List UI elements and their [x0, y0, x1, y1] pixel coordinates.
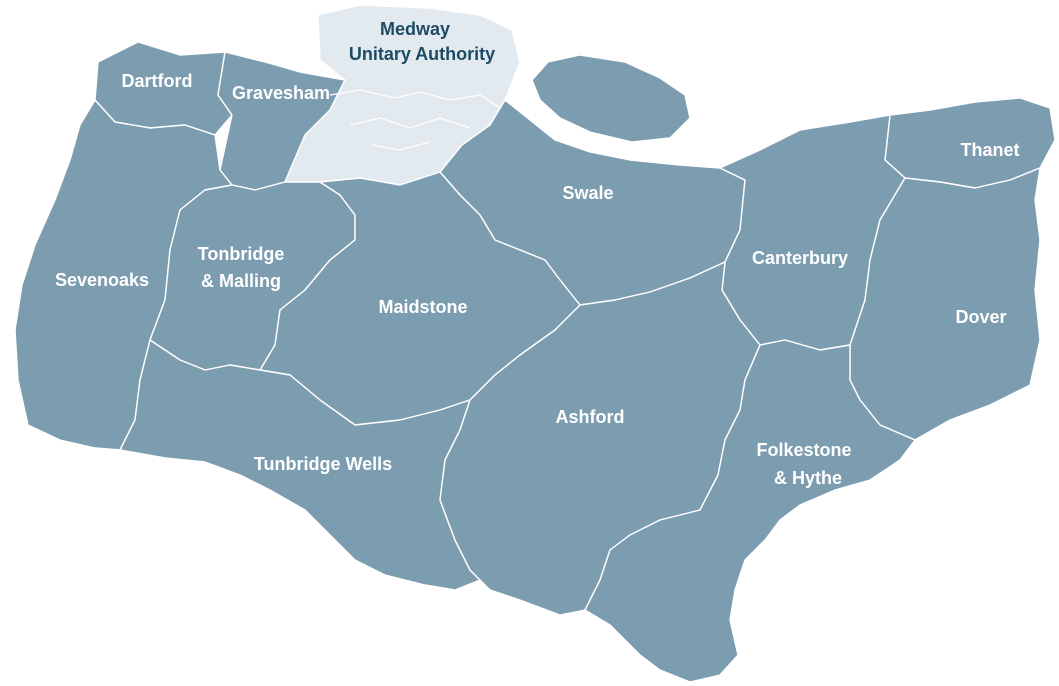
medway-estuary-coastline [329, 89, 501, 151]
district-dartford[interactable] [94, 41, 233, 136]
district-folkestone-hythe[interactable] [584, 339, 916, 683]
district-swale-sheppey[interactable] [531, 54, 691, 143]
district-dover[interactable] [849, 167, 1041, 441]
